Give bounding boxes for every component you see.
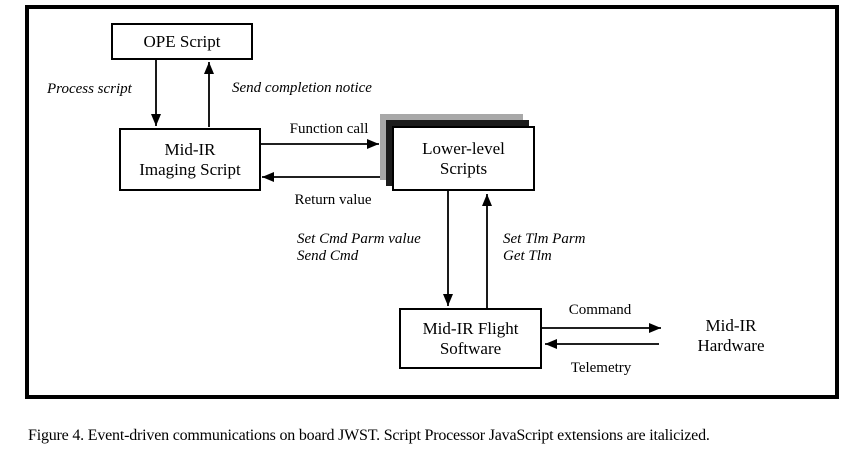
- return-value-label: Return value: [294, 192, 372, 208]
- flight-label-line2: Software: [439, 338, 502, 358]
- midir-imaging-script-box: Mid-IR Imaging Script: [119, 128, 261, 191]
- set-cmd-parm-line1: Set Cmd Parm value: [297, 231, 421, 247]
- set-tlm-parm-line2: Get Tlm: [503, 247, 552, 264]
- imaging-label-line2: Imaging Script: [139, 159, 241, 179]
- process-script-label: Process script: [47, 81, 132, 97]
- lower-label-line2: Scripts: [439, 158, 488, 178]
- hardware-label-line2: Hardware: [697, 336, 765, 355]
- function-call-label: Function call: [289, 121, 369, 137]
- imaging-label-line1: Mid-IR: [164, 139, 216, 159]
- ope-script-box: OPE Script: [111, 23, 253, 60]
- lower-level-scripts-box: Lower-level Scripts: [392, 126, 535, 191]
- diagram-border-frame: [25, 5, 839, 399]
- flight-label-line1: Mid-IR Flight: [422, 318, 519, 338]
- set-cmd-parm-line2: Send Cmd: [297, 247, 359, 264]
- lower-label-line1: Lower-level: [422, 138, 505, 158]
- midir-hardware-label: Mid-IR Hardware: [656, 316, 806, 356]
- ope-script-label: OPE Script: [143, 31, 221, 51]
- send-completion-notice-label: Send completion notice: [232, 80, 372, 96]
- figure-caption: Figure 4. Event-driven communications on…: [28, 427, 710, 444]
- command-label: Command: [568, 302, 632, 318]
- hardware-label-line1: Mid-IR: [705, 316, 757, 335]
- telemetry-label: Telemetry: [570, 360, 632, 376]
- midir-flight-software-box: Mid-IR Flight Software: [399, 308, 542, 369]
- set-tlm-parm-line1: Set Tlm Parm: [503, 231, 586, 247]
- set-tlm-parm-label: Set Tlm Parm Get Tlm: [503, 231, 586, 264]
- set-cmd-parm-label: Set Cmd Parm value Send Cmd: [297, 231, 421, 264]
